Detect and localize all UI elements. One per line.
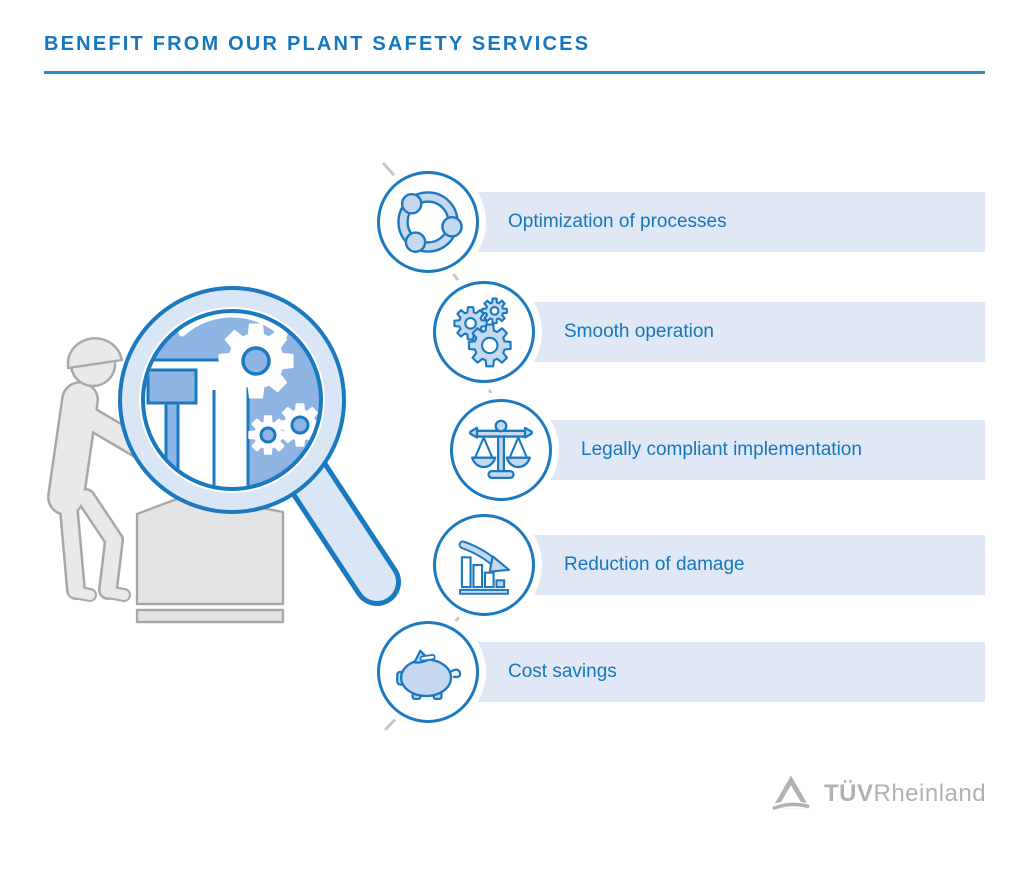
magnifier-with-gears-icon: [118, 286, 401, 606]
logo-rheinland: Rheinland: [873, 780, 987, 807]
benefit-label: Smooth operation: [564, 321, 714, 342]
scales-icon: [469, 419, 533, 479]
benefit-bar: Cost savings: [468, 642, 985, 702]
benefit-label: Optimization of processes: [508, 211, 727, 232]
benefit-bar: Reduction of damage: [524, 535, 985, 595]
benefit-label: Legally compliant implementation: [581, 439, 862, 460]
benefit-circle: [433, 281, 535, 383]
benefit-label: Reduction of damage: [564, 554, 745, 575]
tuv-rheinland-logo: TÜVRheinland: [770, 772, 986, 816]
benefit-label: Cost savings: [508, 661, 617, 682]
benefit-bar: Legally compliant implementation: [541, 420, 985, 480]
benefit-bar: Smooth operation: [524, 302, 985, 362]
benefit-circle: [377, 621, 479, 723]
process-cycle-icon: [397, 191, 463, 253]
tuv-triangle-icon: [771, 775, 811, 810]
logo-tuv: TÜV: [824, 780, 874, 807]
machine-console-icon: [135, 492, 285, 624]
worker-magnifier-illustration: [47, 286, 401, 624]
benefit-circle: [377, 171, 479, 273]
title-underline: [44, 71, 985, 74]
piggy-bank-icon: [396, 649, 462, 701]
benefit-circle: [450, 399, 552, 501]
declining-chart-icon: [458, 540, 511, 595]
gears-icon: [453, 297, 512, 368]
logo-text: TÜVRheinland: [824, 780, 986, 808]
page-title: BENEFIT FROM OUR PLANT SAFETY SERVICES: [44, 33, 591, 55]
benefit-circle: [433, 514, 535, 616]
benefit-bar: Optimization of processes: [468, 192, 985, 252]
